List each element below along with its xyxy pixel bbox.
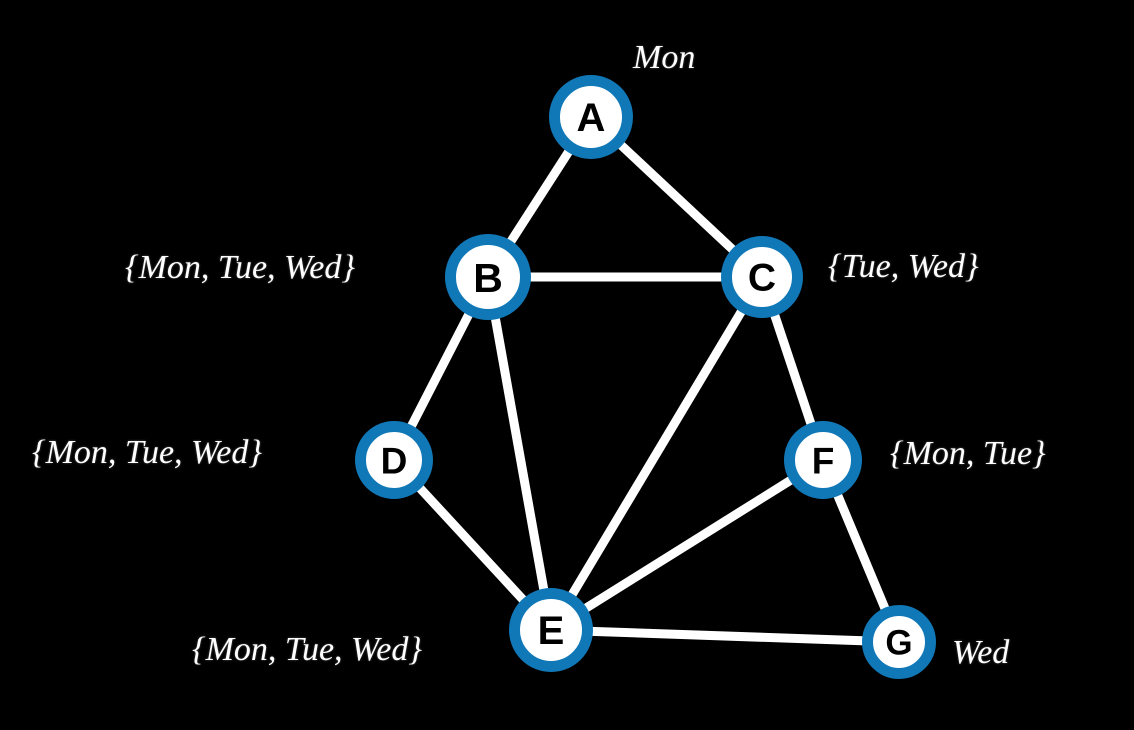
node-label-d: D: [381, 441, 408, 482]
edges-group: [389, 112, 904, 647]
domain-label-f: {Mon, Tue}: [890, 435, 1046, 472]
node-circle-d: [355, 421, 433, 499]
domain-label-d: {Mon, Tue, Wed}: [32, 434, 262, 471]
edge-c-e: [546, 272, 767, 635]
node-label-f: F: [812, 441, 835, 482]
node-circle-a: [549, 75, 633, 159]
node-circle-b: [445, 234, 531, 320]
node-label-c: C: [748, 257, 776, 300]
node-a[interactable]: A: [549, 75, 633, 159]
edge-e-f: [546, 455, 828, 635]
node-label-a: A: [577, 96, 606, 140]
domain-label-b: {Mon, Tue, Wed}: [125, 249, 355, 286]
node-circle-c: [721, 236, 803, 318]
domain-label-g: Wed: [952, 634, 1010, 671]
node-b[interactable]: B: [445, 234, 531, 320]
node-label-e: E: [538, 609, 565, 653]
nodes-group: A B C D E F G: [355, 75, 936, 679]
node-e[interactable]: E: [509, 588, 593, 672]
domain-label-a: Mon: [633, 39, 696, 76]
node-label-g: G: [885, 624, 912, 663]
node-f[interactable]: F: [784, 421, 862, 499]
edge-b-e: [483, 272, 556, 635]
node-circle-g: [862, 605, 936, 679]
edge-e-g: [546, 625, 904, 647]
node-d[interactable]: D: [355, 421, 433, 499]
node-label-b: B: [473, 255, 503, 301]
node-g[interactable]: G: [862, 605, 936, 679]
node-c[interactable]: C: [721, 236, 803, 318]
node-circle-e: [509, 588, 593, 672]
node-circle-f: [784, 421, 862, 499]
domain-label-e: {Mon, Tue, Wed}: [192, 631, 422, 668]
domain-label-c: {Tue, Wed}: [828, 248, 979, 285]
